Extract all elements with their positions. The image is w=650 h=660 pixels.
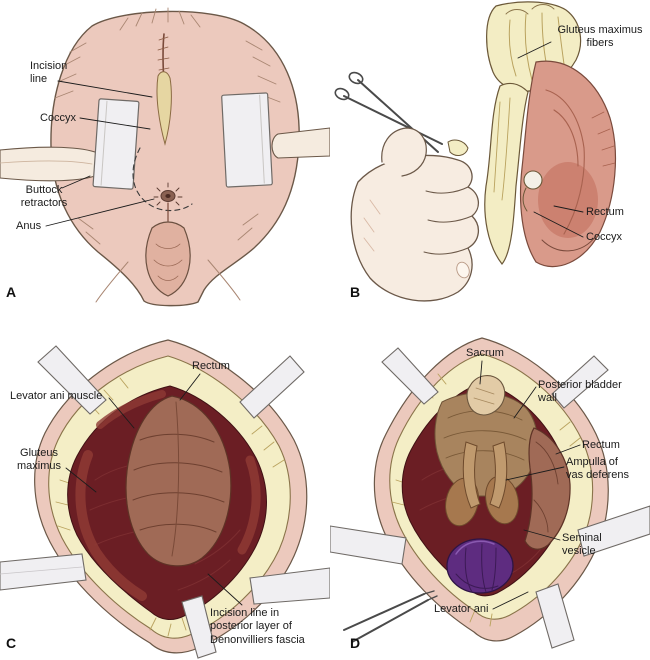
- label-anus: Anus: [16, 220, 42, 232]
- label-gluteus-maximus: Gluteus maximus: [16, 447, 61, 473]
- label-ampulla-vas-deferens: Ampulla of vas deferens: [566, 456, 629, 482]
- scrotum-shape: [145, 221, 191, 297]
- right-retractor-handle: [271, 127, 330, 159]
- label-incision-line: Incision line: [30, 60, 68, 86]
- left-retractor-handle: [0, 146, 104, 182]
- label-rectum-b: Rectum: [586, 206, 624, 218]
- label-levator-ani: Levator ani: [434, 603, 489, 615]
- label-rectum-c: Rectum: [192, 360, 230, 372]
- coccyx-shape: [156, 71, 172, 146]
- bladder-wall-shape: [434, 392, 538, 497]
- panel-c: Rectum Levator ani muscle Gluteus maximu…: [0, 330, 330, 660]
- upper-left-retractor: [37, 345, 107, 415]
- forceps-icon: [343, 590, 438, 643]
- label-gluteus-maximus-fibers: Gluteus maximus fibers: [557, 24, 643, 50]
- panel-d: Sacrum Posterior bladder wall Rectum Amp…: [330, 330, 650, 660]
- rectum-shape: [524, 427, 571, 550]
- panel-letter-c: C: [6, 635, 17, 651]
- coccyx-tip-shape: [523, 170, 543, 190]
- left-retractor-band: [0, 553, 87, 591]
- sacrum-shape: [466, 375, 506, 416]
- right-retractor-band: [249, 567, 330, 605]
- leader-lines: [45, 80, 155, 227]
- leader-lines: [517, 41, 584, 238]
- panel-c-illustration: [0, 339, 330, 659]
- leader-lines: [65, 373, 243, 606]
- panel-b: Gluteus maximus fibers Rectum Coccyx B: [330, 0, 650, 310]
- panel-letter-b: B: [350, 284, 361, 300]
- panel-d-illustration: [330, 337, 650, 649]
- ampulla-left: [462, 441, 481, 509]
- sacrococcygeal-fat-strip: [484, 82, 529, 265]
- label-rectum-d: Rectum: [582, 439, 620, 451]
- panel-b-illustration: [334, 1, 617, 302]
- label-sacrum: Sacrum: [466, 347, 504, 359]
- upper-right-retractor: [551, 355, 609, 409]
- upper-left-retractor: [381, 347, 439, 405]
- upper-right-retractor: [239, 355, 305, 419]
- bottom-retractor: [181, 595, 217, 659]
- panel-letter-d: D: [350, 635, 361, 651]
- hand-shape: [350, 127, 479, 302]
- right-retractor-blade: [221, 92, 273, 188]
- leader-lines: [479, 360, 581, 610]
- dashed-incision-curve: [132, 147, 193, 212]
- panel-a: Incision line Coccyx Buttock retractors …: [0, 0, 330, 310]
- left-retractor-band: [330, 525, 407, 565]
- right-retractor-band: [577, 505, 650, 557]
- label-levator-ani-muscle: Levator ani muscle: [10, 390, 103, 402]
- anus-shape: [153, 182, 183, 210]
- label-seminal-vesicle: Seminal vesicle: [562, 532, 602, 558]
- label-incision-line-fascia: Incision line in posterior layer of Deno…: [210, 607, 305, 646]
- seminal-vesicle-purple-mass: [446, 538, 514, 594]
- ampulla-right: [489, 441, 508, 509]
- label-buttock-retractors: Buttock retractors: [20, 184, 68, 210]
- panel-a-illustration: [0, 7, 330, 307]
- label-posterior-bladder-wall: Posterior bladder wall: [538, 379, 622, 405]
- label-coccyx-a: Coccyx: [40, 112, 77, 124]
- label-coccyx-b: Coccyx: [586, 231, 623, 243]
- bottom-right-retractor: [535, 583, 575, 649]
- panel-letter-a: A: [6, 284, 17, 300]
